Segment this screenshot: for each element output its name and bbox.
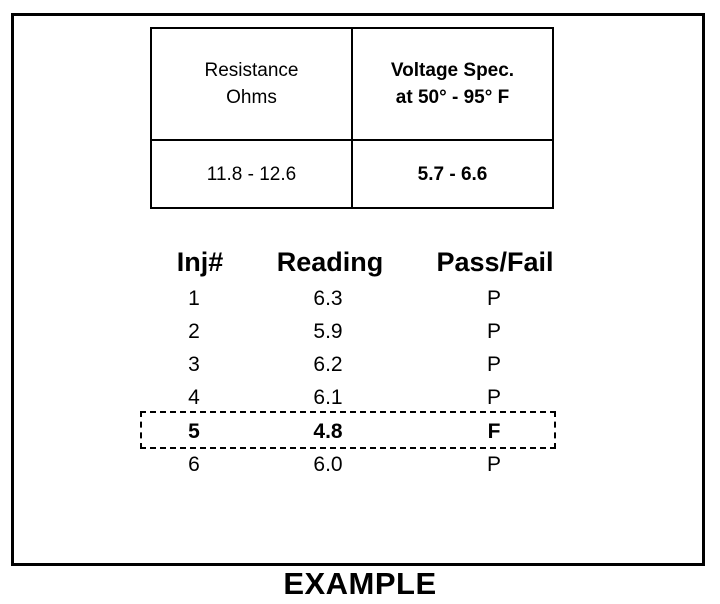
reading-row: 4 6.1 P	[0, 386, 720, 420]
pass-fail-value: F	[487, 420, 501, 443]
inj-number: 1	[188, 287, 200, 310]
reading-value: 6.3	[313, 287, 343, 310]
inj-number: 4	[188, 386, 200, 409]
voltage-header-line2: at 50° - 95° F	[395, 87, 510, 108]
reading-row: 1 6.3 P	[0, 287, 720, 321]
pass-fail-value: P	[486, 353, 502, 376]
pass-fail-header: Pass/Fail	[436, 247, 554, 277]
example-frame	[11, 13, 705, 566]
resistance-header-line1: Resistance	[204, 60, 299, 81]
reading-value: 5.9	[313, 320, 343, 343]
spec-table: Resistance Ohms Voltage Spec. at 50° - 9…	[150, 27, 554, 209]
reading-header: Reading	[276, 247, 384, 277]
voltage-header-line1: Voltage Spec.	[390, 60, 515, 81]
reading-value: 6.2	[313, 353, 343, 376]
inj-number: 5	[188, 420, 200, 443]
voltage-value: 5.7 - 6.6	[351, 139, 554, 209]
inj-number: 6	[188, 453, 200, 476]
pass-fail-value: P	[486, 453, 502, 476]
spec-value-row: 11.8 - 12.6 5.7 - 6.6	[150, 139, 554, 209]
inj-header: Inj#	[176, 247, 224, 277]
spec-header-row: Resistance Ohms Voltage Spec. at 50° - 9…	[150, 27, 554, 141]
reading-value: 6.0	[313, 453, 343, 476]
inj-number: 2	[188, 320, 200, 343]
pass-fail-value: P	[486, 287, 502, 310]
pass-fail-value: P	[486, 320, 502, 343]
inj-number: 3	[188, 353, 200, 376]
voltage-header-cell: Voltage Spec. at 50° - 95° F	[351, 27, 554, 141]
pass-fail-value: P	[486, 386, 502, 409]
caption: EXAMPLE	[283, 566, 437, 601]
reading-value: 4.8	[313, 420, 343, 443]
reading-row: 2 5.9 P	[0, 320, 720, 354]
reading-row: 6 6.0 P	[0, 453, 720, 487]
reading-row: 3 6.2 P	[0, 353, 720, 387]
resistance-value: 11.8 - 12.6	[150, 139, 353, 209]
reading-value: 6.1	[313, 386, 343, 409]
reading-row-failed: 5 4.8 F	[0, 420, 720, 454]
resistance-header-cell: Resistance Ohms	[150, 27, 353, 141]
failed-row-highlight-box	[140, 411, 556, 449]
resistance-header-line2: Ohms	[226, 87, 277, 108]
